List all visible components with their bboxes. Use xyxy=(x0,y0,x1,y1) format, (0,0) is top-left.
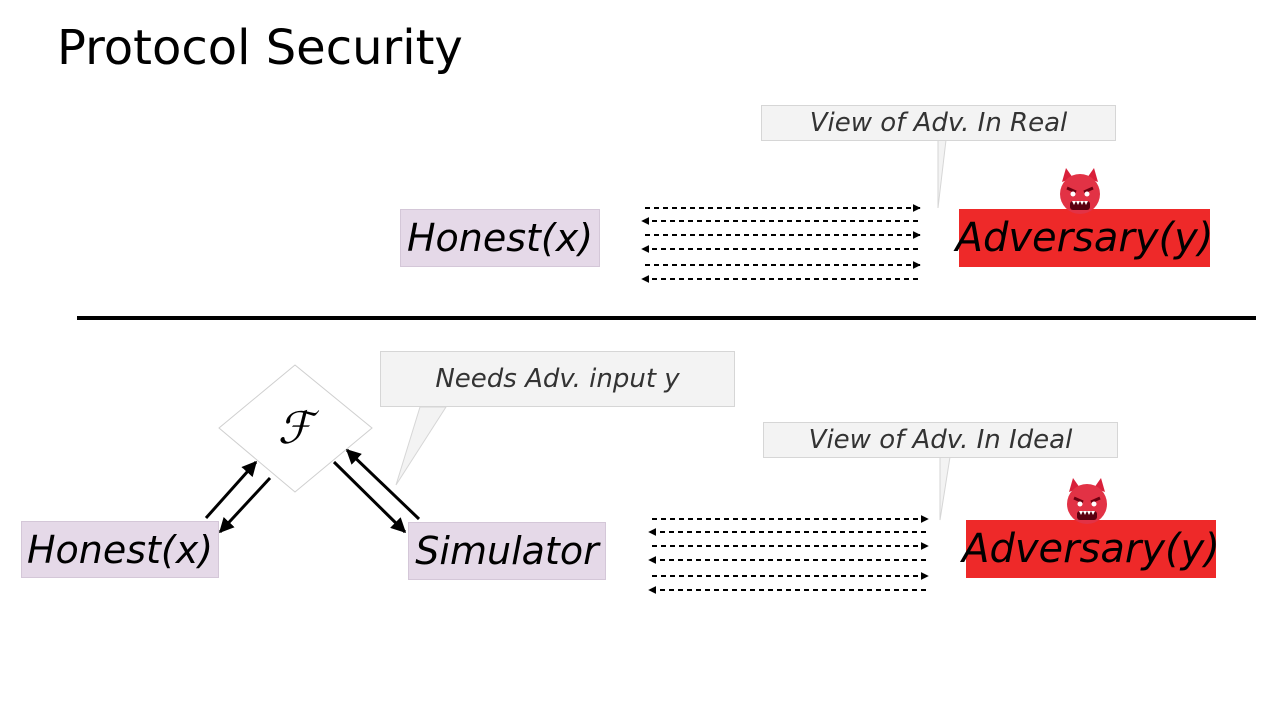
functionality-diamond xyxy=(218,364,373,493)
functionality-label: ℱ xyxy=(277,402,313,454)
needs-callout-tail xyxy=(395,406,447,486)
ideal-message-arrows xyxy=(648,515,929,594)
callout-view-ideal: View of Adv. In Ideal xyxy=(763,422,1118,458)
real-callout-tail xyxy=(937,139,947,209)
honest-party-real: Honest(x) xyxy=(400,209,600,267)
simulator-box: Simulator xyxy=(408,522,606,580)
adversary-real: Adversary(y) xyxy=(956,209,1213,267)
devil-face-icon xyxy=(1060,168,1100,214)
world-divider xyxy=(77,316,1256,320)
callout-view-real: View of Adv. In Real xyxy=(761,105,1116,141)
real-message-arrows xyxy=(641,204,921,283)
adversary-ideal: Adversary(y) xyxy=(962,520,1220,578)
honest-party-ideal: Honest(x) xyxy=(21,521,219,578)
simulator-functionality-arrows xyxy=(332,448,421,534)
slide-title: Protocol Security xyxy=(57,20,463,76)
honest-functionality-arrows xyxy=(204,460,272,534)
devil-face-icon xyxy=(1067,478,1107,524)
callout-needs-adv-input: Needs Adv. input y xyxy=(380,351,735,407)
ideal-callout-tail xyxy=(939,456,951,521)
